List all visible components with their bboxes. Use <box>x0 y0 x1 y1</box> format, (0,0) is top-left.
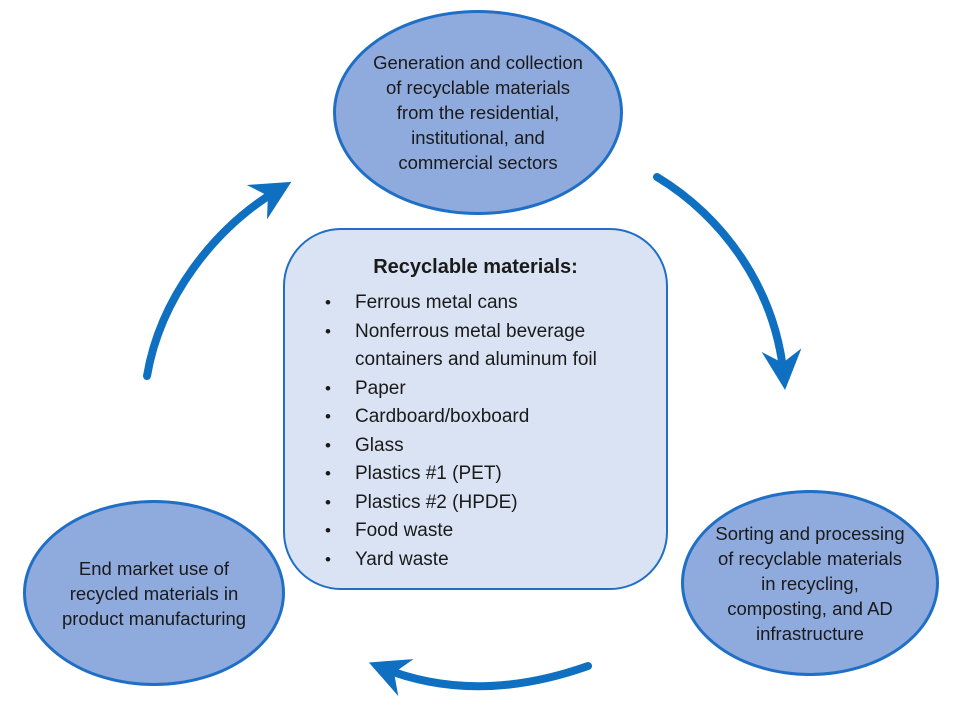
list-item-text: Food waste <box>355 520 454 541</box>
node-generation-collection: Generation and collection of recyclable … <box>333 10 623 215</box>
bullet-icon: • <box>325 521 331 540</box>
list-item: • Cardboard/boxboard <box>285 403 638 432</box>
list-item-text: Nonferrous metal beverage containers and… <box>355 320 597 371</box>
node-label: Sorting and processing of recyclable mat… <box>715 522 905 644</box>
node-sorting-processing: Sorting and processing of recyclable mat… <box>681 490 939 676</box>
bullet-icon: • <box>325 378 331 398</box>
bullet-icon: • <box>325 492 331 512</box>
list-item: • Paper <box>285 375 638 404</box>
list-item: • Food waste <box>285 517 638 546</box>
arrow-top-to-right <box>653 173 802 390</box>
bullet-icon: • <box>325 293 331 312</box>
list-item-text: Paper <box>355 377 406 399</box>
bullet-icon: • <box>325 321 331 341</box>
bullet-icon: • <box>325 549 331 569</box>
node-label: End market use of recycled materials in … <box>61 557 247 629</box>
list-item-text: Ferrous metal cans <box>355 292 518 313</box>
list-item: • Ferrous metal cans <box>285 289 638 318</box>
list-item: • Plastics #1 (PET) <box>285 460 638 489</box>
list-item-text: Cardboard/boxboard <box>355 406 530 427</box>
bullet-icon: • <box>325 407 331 426</box>
arrow-left-to-top <box>143 181 292 380</box>
bullet-icon: • <box>325 435 331 455</box>
box-title: Recyclable materials: <box>373 256 578 278</box>
node-label: Generation and collection of recyclable … <box>373 52 583 173</box>
list-item-text: Plastics #2 (HPDE) <box>355 491 518 513</box>
list-item-text: Plastics #1 (PET) <box>355 463 502 484</box>
bullet-icon: • <box>325 464 331 483</box>
recyclable-materials-box: Recyclable materials: • Ferrous metal ca… <box>283 228 668 590</box>
list-item: • Plastics #2 (HPDE) <box>285 489 638 518</box>
materials-list: • Ferrous metal cans • Nonferrous metal … <box>285 289 638 574</box>
node-end-market-use: End market use of recycled materials in … <box>23 500 285 686</box>
list-item: • Glass <box>285 432 638 461</box>
list-item-text: Yard waste <box>355 548 449 570</box>
arrow-right-to-left <box>368 659 592 697</box>
list-item: • Nonferrous metal beverage containers a… <box>285 318 638 375</box>
list-item-text: Glass <box>355 434 404 456</box>
list-item: • Yard waste <box>285 546 638 575</box>
